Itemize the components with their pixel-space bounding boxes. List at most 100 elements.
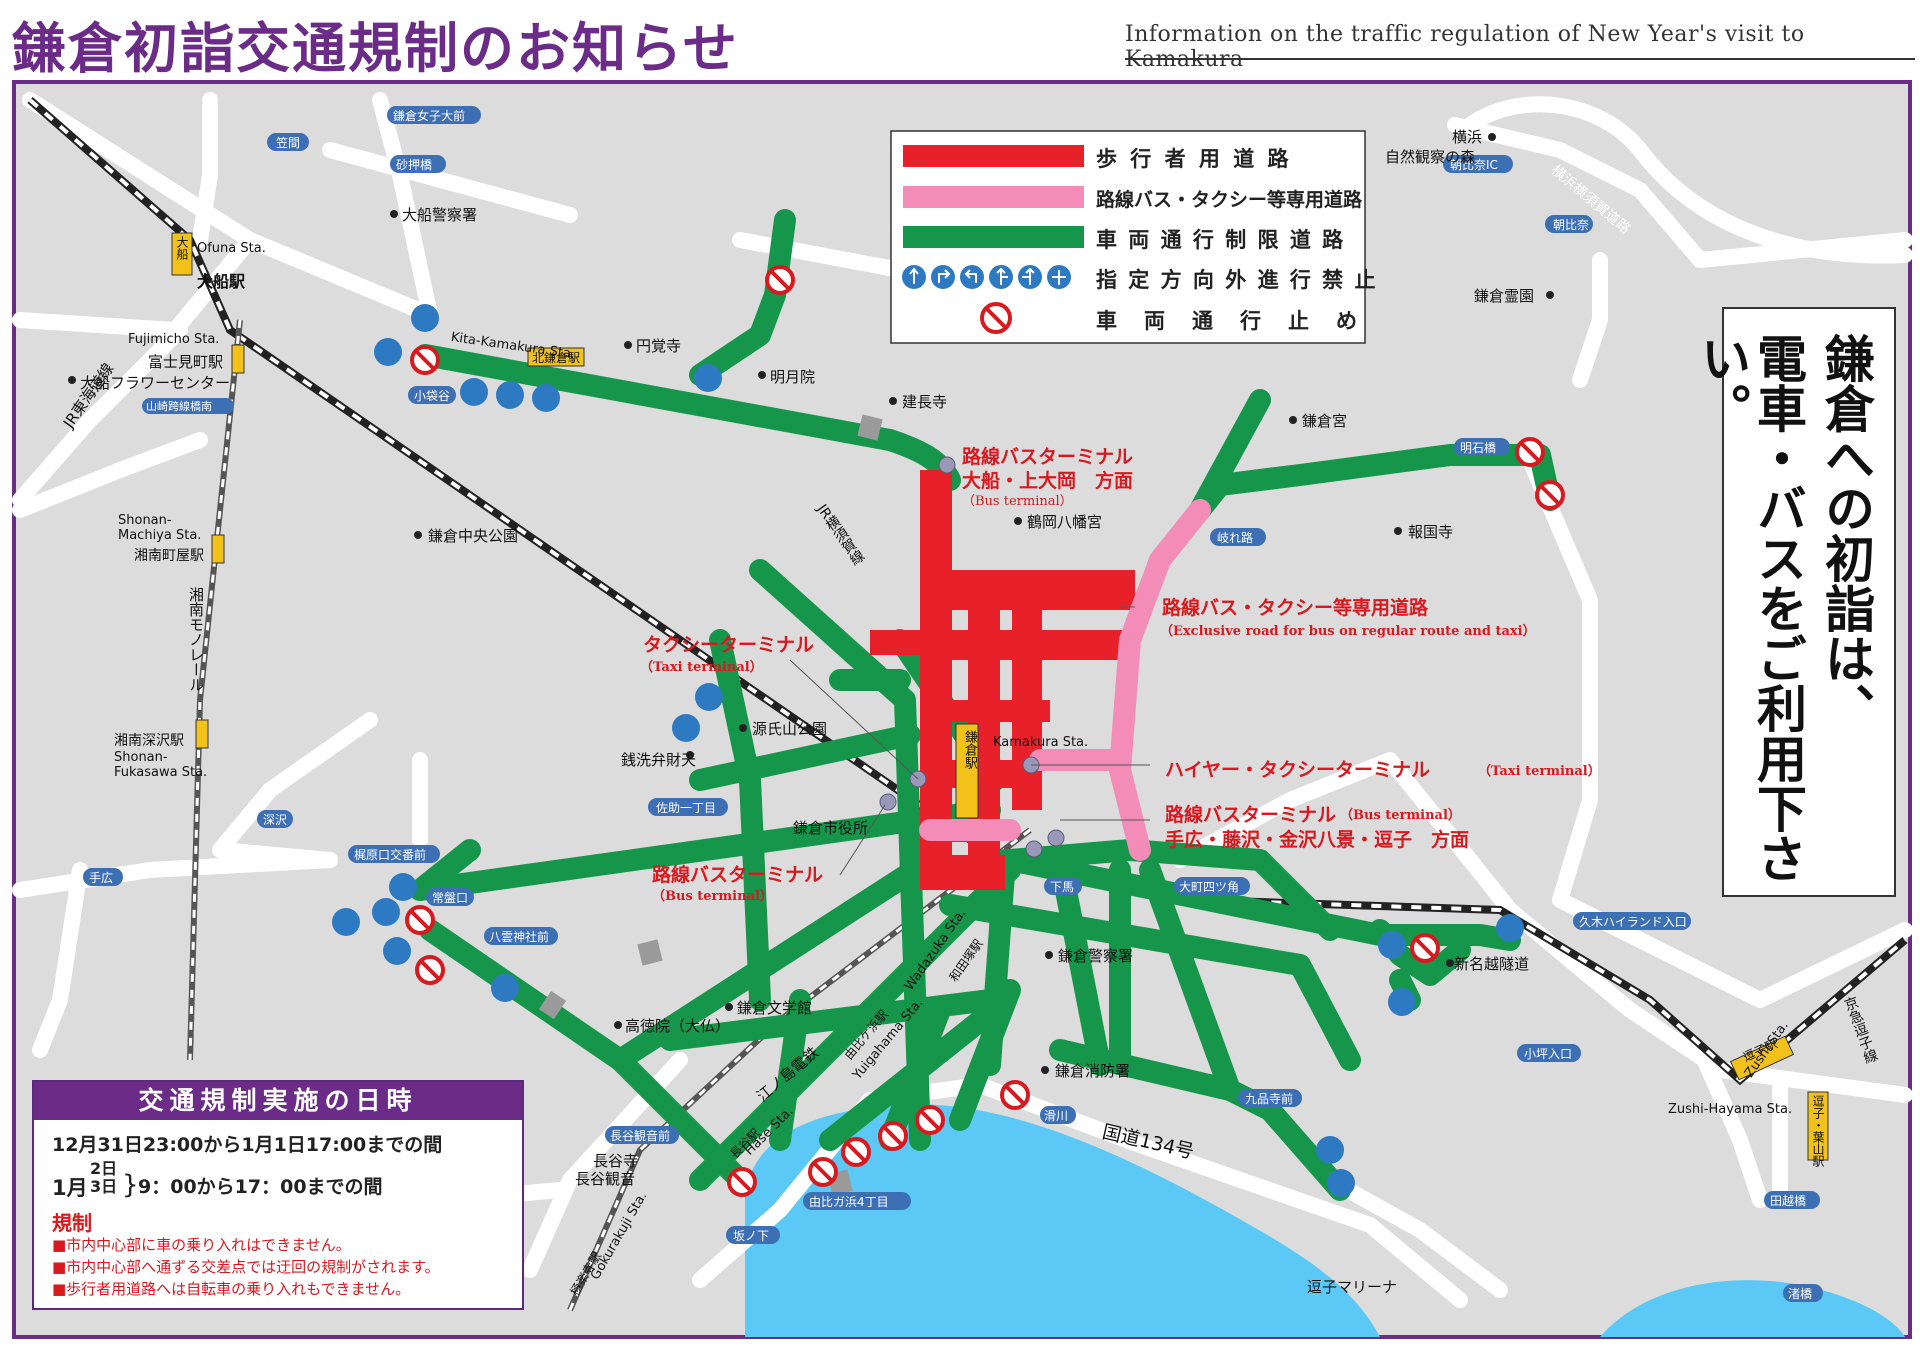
schedule-line-2-time: 9：00から17：00までの間: [138, 1176, 383, 1198]
road-breaks: [538, 414, 883, 1196]
notice-panel: 鎌倉への初詣は、 電車・バスをご利用下さい。: [1693, 307, 1896, 897]
label-meigetsuin: 明月院: [770, 368, 816, 386]
tag-tagoe: 田越橋: [1770, 1194, 1807, 1208]
tag-sakanoshita: 坂ノ下: [733, 1229, 770, 1243]
label-fujimicho-en: Fujimicho Sta.: [128, 332, 220, 347]
label-hasedera: 長谷寺: [593, 1152, 639, 1170]
label-zeniarai: 銭洗弁財天: [621, 751, 697, 769]
intersection-tags: [83, 106, 1823, 1302]
legend-label-direction: 指 定 方 向 外 進 行 禁 止: [1096, 268, 1378, 292]
tag-omachi: 大町四ツ角: [1179, 880, 1240, 894]
tag-fukasawa: 深沢: [263, 813, 288, 827]
label-flower-center: 大船フラワーセンター: [80, 374, 231, 392]
schedule-title: 交通規制実施の日時: [34, 1082, 522, 1120]
schedule-box: 交通規制実施の日時 12月31日23:00から1月1日17:00までの間 1月 …: [32, 1080, 524, 1310]
legend-swatch-bus-taxi: [903, 186, 1084, 208]
callout-taxi-terminal-en: （Taxi terminal）: [640, 660, 763, 675]
tag-kobukuro: 小袋谷: [414, 389, 451, 403]
schedule-line-1: 12月31日23:00から1月1日17:00までの間: [52, 1134, 443, 1156]
callout-exclusive-road: 路線バス・タクシー等専用道路: [1162, 597, 1429, 619]
label-kotokuin: 高徳院（大仏）: [625, 1017, 731, 1035]
leader-lines: [789, 606, 1150, 876]
station-boxes: [171, 232, 1829, 1161]
tag-hase-kannon-mae: 長谷観音前: [610, 1129, 671, 1143]
tag-kotsubo: 小坪入口: [1524, 1047, 1573, 1061]
label-zushi-hayama-en: Zushi-Hayama Sta.: [1668, 1102, 1793, 1117]
notice-col-1: 鎌倉への初詣は、: [1817, 333, 1875, 733]
tag-tokiwaguchi: 常盤口: [432, 891, 469, 905]
label-fire-station: 鎌倉消防署: [1055, 1062, 1131, 1080]
label-shin-nagoe: 新名越隧道: [1454, 955, 1530, 973]
legend-label-no-entry: 車 両 通 行 止 め: [1096, 309, 1360, 333]
label-tsurugaoka: 鶴岡八幡宮: [1027, 513, 1103, 531]
tag-geba: 下馬: [1050, 880, 1075, 894]
tag-namerikawa: 滑川: [1044, 1109, 1069, 1123]
label-kamakura-central-park: 鎌倉中央公園: [428, 527, 519, 545]
label-genjiyama: 源氏山公園: [752, 720, 828, 738]
tag-kamakura-joshi-daimae: 鎌倉女子大前: [393, 109, 466, 123]
callout-hire-taxi-en: （Taxi terminal）: [1478, 764, 1601, 779]
tag-kajiwara: 梶原口交番前: [354, 848, 427, 862]
schedule-line-2-day-a: 2日: [90, 1159, 118, 1178]
tag-kirewaro: 岐れ路: [1217, 531, 1254, 545]
restriction-item: ■市内中心部へ通ずる交差点では迂回の規制がされます。: [52, 1258, 440, 1276]
no-entry-markers: [405, 265, 1565, 1197]
restriction-item: ■市内中心部に車の乗り入れはできません。: [52, 1236, 351, 1254]
callout-bus-terminal-east-dest: 手広・藤沢・金沢八景・逗子 方面: [1165, 829, 1470, 851]
page-subtitle: Information on the traffic regulation of…: [1125, 22, 1805, 72]
callout-exclusive-road-en: （Exclusive road for bus on regular route…: [1160, 624, 1536, 639]
label-kamakura-reien: 鎌倉霊園: [1474, 287, 1535, 305]
tag-yasaka: 八雲神社前: [489, 930, 550, 944]
legend-direction-arrows-icon: [902, 265, 1071, 289]
label-yokohama: 横浜: [1452, 128, 1483, 146]
restrictions-title: 規制: [52, 1211, 92, 1235]
zushi-bay: [1600, 1280, 1905, 1337]
legend-label-restricted: 車 両 通 行 制 限 道 路: [1096, 228, 1346, 252]
legend: [890, 130, 1366, 344]
label-bungakukan: 鎌倉文学館: [737, 999, 813, 1017]
tag-kuki-highland: 久木ハイランド入口: [1579, 915, 1687, 929]
page-title: 鎌倉初詣交通規制のお知らせ: [12, 16, 739, 80]
callout-bus-terminal-west-en: （Bus terminal）: [652, 889, 773, 904]
label-kita-kamakura: 北鎌倉駅: [532, 351, 581, 365]
callout-bus-terminal-west: 路線バスターミナル: [652, 864, 824, 886]
label-kamakuragu: 鎌倉宮: [1302, 412, 1348, 430]
label-ofuna-sta: 大船駅: [197, 272, 246, 291]
tag-sasuke: 佐助一丁目: [656, 801, 717, 815]
label-shonan-fukasawa: 湘南深沢駅: [114, 733, 184, 749]
callout-bus-terminal-east-en: （Bus terminal）: [1340, 808, 1461, 823]
schedule-line-2-month: 1月: [52, 1176, 88, 1200]
label-shonan-monorail: 湘南モノレール: [187, 587, 205, 692]
callout-hire-taxi: ハイヤー・タクシーターミナル: [1165, 759, 1431, 781]
label-shonan-machiya-en: Shonan-Machiya Sta.: [118, 513, 202, 543]
bus-taxi-roads: [919, 499, 1211, 861]
label-kenchoji: 建長寺: [902, 393, 948, 411]
tag-yamazaki: 山崎跨線橋南: [146, 400, 212, 413]
label-shizen-kansatsu: 自然観察の森: [1385, 148, 1476, 166]
label-shonan-fukasawa-en: Shonan-Fukasawa Sta.: [114, 750, 208, 780]
label-hokokuji: 報国寺: [1408, 523, 1454, 541]
tag-kuhonji: 九品寺前: [1245, 1092, 1294, 1106]
sagami-bay: [745, 1104, 1380, 1337]
legend-label-pedestrian: 歩 行 者 用 道 路: [1096, 147, 1292, 171]
label-shonan-machiya: 湘南町屋駅: [134, 548, 204, 564]
tag-akashibashi: 明石橋: [1460, 441, 1497, 455]
label-ofuna-sta-en: Ofuna Sta.: [197, 241, 266, 256]
label-fujimicho: 富士見町駅: [148, 353, 224, 371]
callout-bus-terminal-ofuna: 路線バスターミナル: [962, 446, 1134, 468]
direction-arrow-markers: [332, 304, 1524, 1197]
legend-no-entry-icon: [980, 302, 1012, 334]
tag-nagisa: 渚橋: [1788, 1287, 1813, 1301]
schedule-line-2-day-b: 3日: [90, 1177, 118, 1196]
label-kamakura-police: 鎌倉警察署: [1058, 947, 1134, 965]
tag-yuigahama4: 由比ガ浜4丁目: [809, 1195, 889, 1209]
tag-sunaoshibashi: 砂押橋: [396, 158, 433, 172]
restriction-item: ■歩行者用道路へは自転車の乗り入れもできません。: [52, 1280, 411, 1298]
label-zushi-hayama: 逗子・葉山駅: [1811, 1095, 1825, 1167]
legend-label-bus-taxi: 路線バス・タクシー等専用道路: [1096, 189, 1363, 211]
label-city-hall: 鎌倉市役所: [793, 819, 869, 837]
landmark-dots: [68, 133, 1554, 1074]
tag-asahina: 朝比奈: [1553, 218, 1590, 232]
label-zushi-marina: 逗子マリーナ: [1307, 1278, 1398, 1296]
callout-taxi-terminal: タクシーターミナル: [643, 634, 815, 656]
